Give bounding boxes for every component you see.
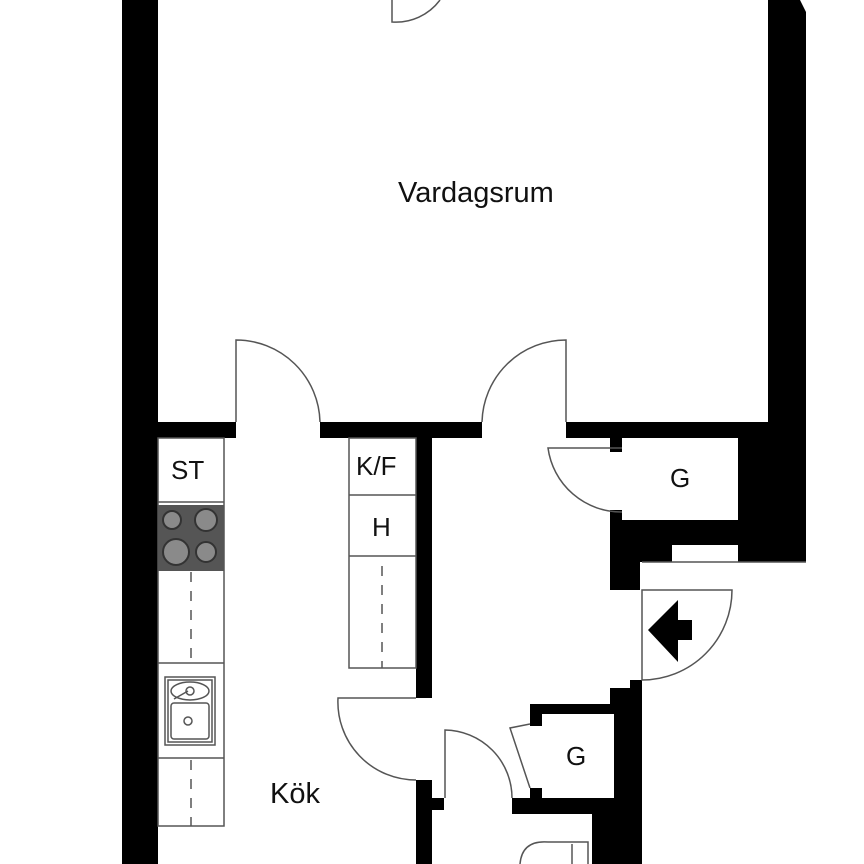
closet-stub-bottom — [610, 510, 622, 522]
wall-kitchen-hall-lower — [416, 780, 432, 864]
closet2-top-wall — [530, 704, 614, 714]
door-bathroom — [444, 729, 513, 799]
door-entrance — [641, 589, 733, 681]
closet2-stub-top — [530, 704, 542, 726]
closet2-stub-bottom — [530, 788, 542, 800]
entrance-arrow-icon — [648, 600, 692, 662]
door-closet-lower — [509, 723, 531, 789]
door-kitchen-living — [235, 339, 321, 423]
closet-stub-top — [610, 438, 622, 452]
wall-kitchen-hall — [416, 438, 432, 698]
door-top — [391, 0, 441, 23]
stove-top — [158, 505, 224, 571]
closet2-bottom-wall — [512, 798, 614, 814]
room-label-living-room: Vardagsrum — [398, 177, 554, 209]
walls — [122, 0, 806, 864]
wall-left — [122, 0, 158, 864]
sink — [164, 676, 216, 746]
closet-label-lower: G — [566, 741, 587, 771]
wall-partition-2 — [320, 422, 482, 438]
door-closet-upper — [547, 447, 623, 513]
door-hall-living — [481, 339, 567, 423]
wall-partition-3 — [566, 422, 768, 438]
wall-right-upper — [610, 0, 806, 590]
wall-right-lower — [592, 680, 642, 864]
wall-stub-hall — [432, 798, 444, 810]
fixture-label-stove: ST — [171, 455, 205, 485]
room-label-kitchen: Kök — [270, 778, 320, 810]
fixture-label-cabinet: H — [372, 512, 391, 542]
closet-label-upper: G — [670, 463, 691, 493]
fixture-label-fridge-freezer: K/F — [356, 451, 397, 481]
toilet — [519, 841, 589, 864]
wall-partition-1 — [158, 422, 236, 438]
door-kitchen-hall — [337, 697, 417, 781]
